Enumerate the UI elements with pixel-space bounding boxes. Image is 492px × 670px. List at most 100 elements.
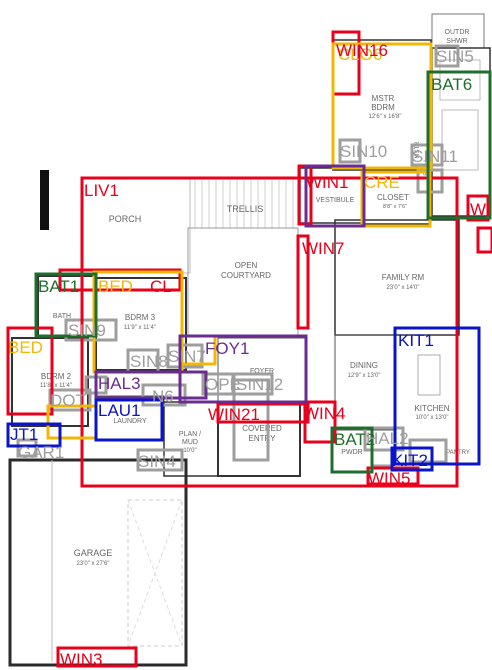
outdoor-shower-label-1: OUTDR bbox=[445, 29, 470, 36]
bedroom3-label: BDRM 3 bbox=[125, 313, 156, 322]
tag-ope: OPE bbox=[205, 375, 241, 394]
dining-label: DINING bbox=[350, 361, 378, 370]
tag-foy1: FOY1 bbox=[205, 339, 249, 358]
laundry-label: LAUNDRY bbox=[113, 418, 147, 425]
bed-left-box bbox=[6, 326, 54, 416]
tub-fixture bbox=[441, 109, 479, 171]
n6-box bbox=[141, 383, 187, 407]
tag-sin8: SIN8 bbox=[130, 352, 168, 371]
tag-sin10: SIN10 bbox=[340, 142, 387, 161]
bat2-green-box bbox=[330, 426, 374, 474]
tag-bat2: BAT2 bbox=[334, 430, 375, 449]
tag-win7: WIN7 bbox=[302, 239, 345, 258]
garage-label: GARAGE bbox=[74, 548, 113, 558]
family-room-walls bbox=[334, 219, 460, 336]
master-bath-label: MSTR bbox=[415, 141, 421, 159]
outdoor-shower-label-2: SHWR bbox=[446, 38, 467, 45]
win21-box bbox=[216, 402, 310, 424]
garage-diagonal-2 bbox=[127, 499, 183, 647]
mudroom-label-2: MUD bbox=[182, 439, 198, 446]
tag-n6: N6 bbox=[152, 387, 174, 406]
tag-bed: BED bbox=[98, 277, 133, 296]
tag-hal2: HAL2 bbox=[366, 429, 409, 448]
tag-win16: WIN16 bbox=[336, 41, 388, 60]
tag-kit1: KIT1 bbox=[398, 331, 434, 350]
tag-hal3: HAL3 bbox=[98, 374, 141, 393]
tag-sin7: SIN7 bbox=[168, 347, 206, 366]
mudroom-dimensions: 10'0" bbox=[183, 448, 196, 454]
kitchen-island bbox=[417, 354, 441, 396]
tag-sin9: SIN9 bbox=[68, 321, 106, 340]
tag-bed-left: BED bbox=[8, 338, 43, 357]
tag-clo6: CLO6 bbox=[338, 45, 382, 64]
closet-dimensions: 8'8" x 7'6" bbox=[383, 204, 407, 210]
sin10-box bbox=[338, 138, 362, 164]
foyer-gray-box bbox=[232, 378, 270, 462]
bat6-box bbox=[426, 70, 492, 220]
garage-dimensions: 23'0" x 27'6" bbox=[77, 561, 110, 567]
trellis-hatching bbox=[194, 180, 294, 228]
tag-jt1: JT1 bbox=[10, 425, 38, 444]
sin4-box bbox=[136, 448, 184, 472]
annotation-tags: CLO6 WIN16 SIN5 BAT6 SIN10 SIN11 WIN1 CR… bbox=[8, 41, 491, 669]
kit2-gray-box bbox=[408, 438, 448, 464]
tag-kit2: KIT2 bbox=[392, 451, 428, 470]
sin7-box bbox=[166, 343, 204, 369]
kit2-box bbox=[390, 446, 434, 472]
kitchen-label: KITCHEN bbox=[414, 404, 449, 413]
sin9-box bbox=[64, 318, 118, 342]
sin5-box bbox=[434, 44, 460, 68]
master-bedroom-dimensions: 12'6" x 16'8" bbox=[369, 114, 402, 120]
courtyard-label-1: OPEN bbox=[235, 261, 258, 270]
tag-cre: CRE bbox=[364, 173, 400, 192]
courtyard-outline bbox=[187, 227, 299, 337]
win3-box bbox=[56, 646, 138, 668]
exterior-wall-block bbox=[40, 170, 49, 230]
tag-bat6: BAT6 bbox=[431, 75, 472, 94]
tag-sin5: SIN5 bbox=[436, 47, 474, 66]
dot-box bbox=[48, 388, 92, 412]
tag-liv1: LIV1 bbox=[84, 181, 119, 200]
tag-sin11: SIN11 bbox=[412, 147, 458, 166]
master-bedroom-label-1: MSTR bbox=[372, 94, 395, 103]
kit1-box bbox=[393, 326, 481, 466]
garage-door-swing bbox=[127, 499, 183, 647]
tag-sin4: SIN4 bbox=[138, 452, 176, 471]
dining-dimensions: 12'9" x 13'0" bbox=[348, 373, 381, 379]
tag-gar1: GAR1 bbox=[18, 443, 64, 462]
trellis-label: TRELLIS bbox=[227, 204, 264, 214]
tag-win5: WIN5 bbox=[368, 469, 411, 488]
lau1-box bbox=[94, 398, 164, 442]
bat1-box bbox=[34, 272, 98, 338]
covered-entry-label-1: COVERED bbox=[242, 424, 282, 433]
tag-win21: WIN21 bbox=[208, 405, 260, 424]
bath-label: BATH bbox=[53, 313, 71, 320]
master-bedroom-label-2: BDRM bbox=[371, 103, 395, 112]
bed-red-box bbox=[58, 268, 182, 292]
courtyard-label-2: COURTYARD bbox=[221, 271, 271, 280]
family-room-dimensions: 23'0" x 14'0" bbox=[387, 285, 420, 291]
win7-box bbox=[296, 234, 310, 330]
tag-cl-b: CL bbox=[150, 277, 172, 296]
gar1-box bbox=[16, 438, 38, 458]
tag-win3: WIN3 bbox=[60, 650, 103, 669]
jt1-box bbox=[6, 422, 62, 448]
tag-win1: WIN1 bbox=[306, 173, 349, 192]
vestibule-purple-box bbox=[304, 164, 366, 228]
clo6-box bbox=[331, 42, 433, 170]
bedroom2-label: BDRM 2 bbox=[41, 372, 72, 381]
foyer-label: FOYER bbox=[250, 368, 274, 375]
closet-gold-box bbox=[360, 170, 432, 228]
closet-label: CLOSET bbox=[377, 193, 409, 202]
mudroom-label-1: PLAN / bbox=[179, 431, 201, 438]
covered-entry-label-2: ENTRY bbox=[249, 434, 277, 443]
powder-room-label: PWDR bbox=[341, 449, 362, 456]
bedroom3-dimensions: 11'9" x 11'4" bbox=[124, 325, 156, 331]
win-right-box-2 bbox=[476, 226, 492, 254]
tag-dot: DOT bbox=[50, 391, 86, 410]
tag-win4: WIN4 bbox=[303, 404, 346, 423]
tag-lau1: LAU1 bbox=[98, 401, 141, 420]
hal3-box bbox=[94, 370, 208, 400]
